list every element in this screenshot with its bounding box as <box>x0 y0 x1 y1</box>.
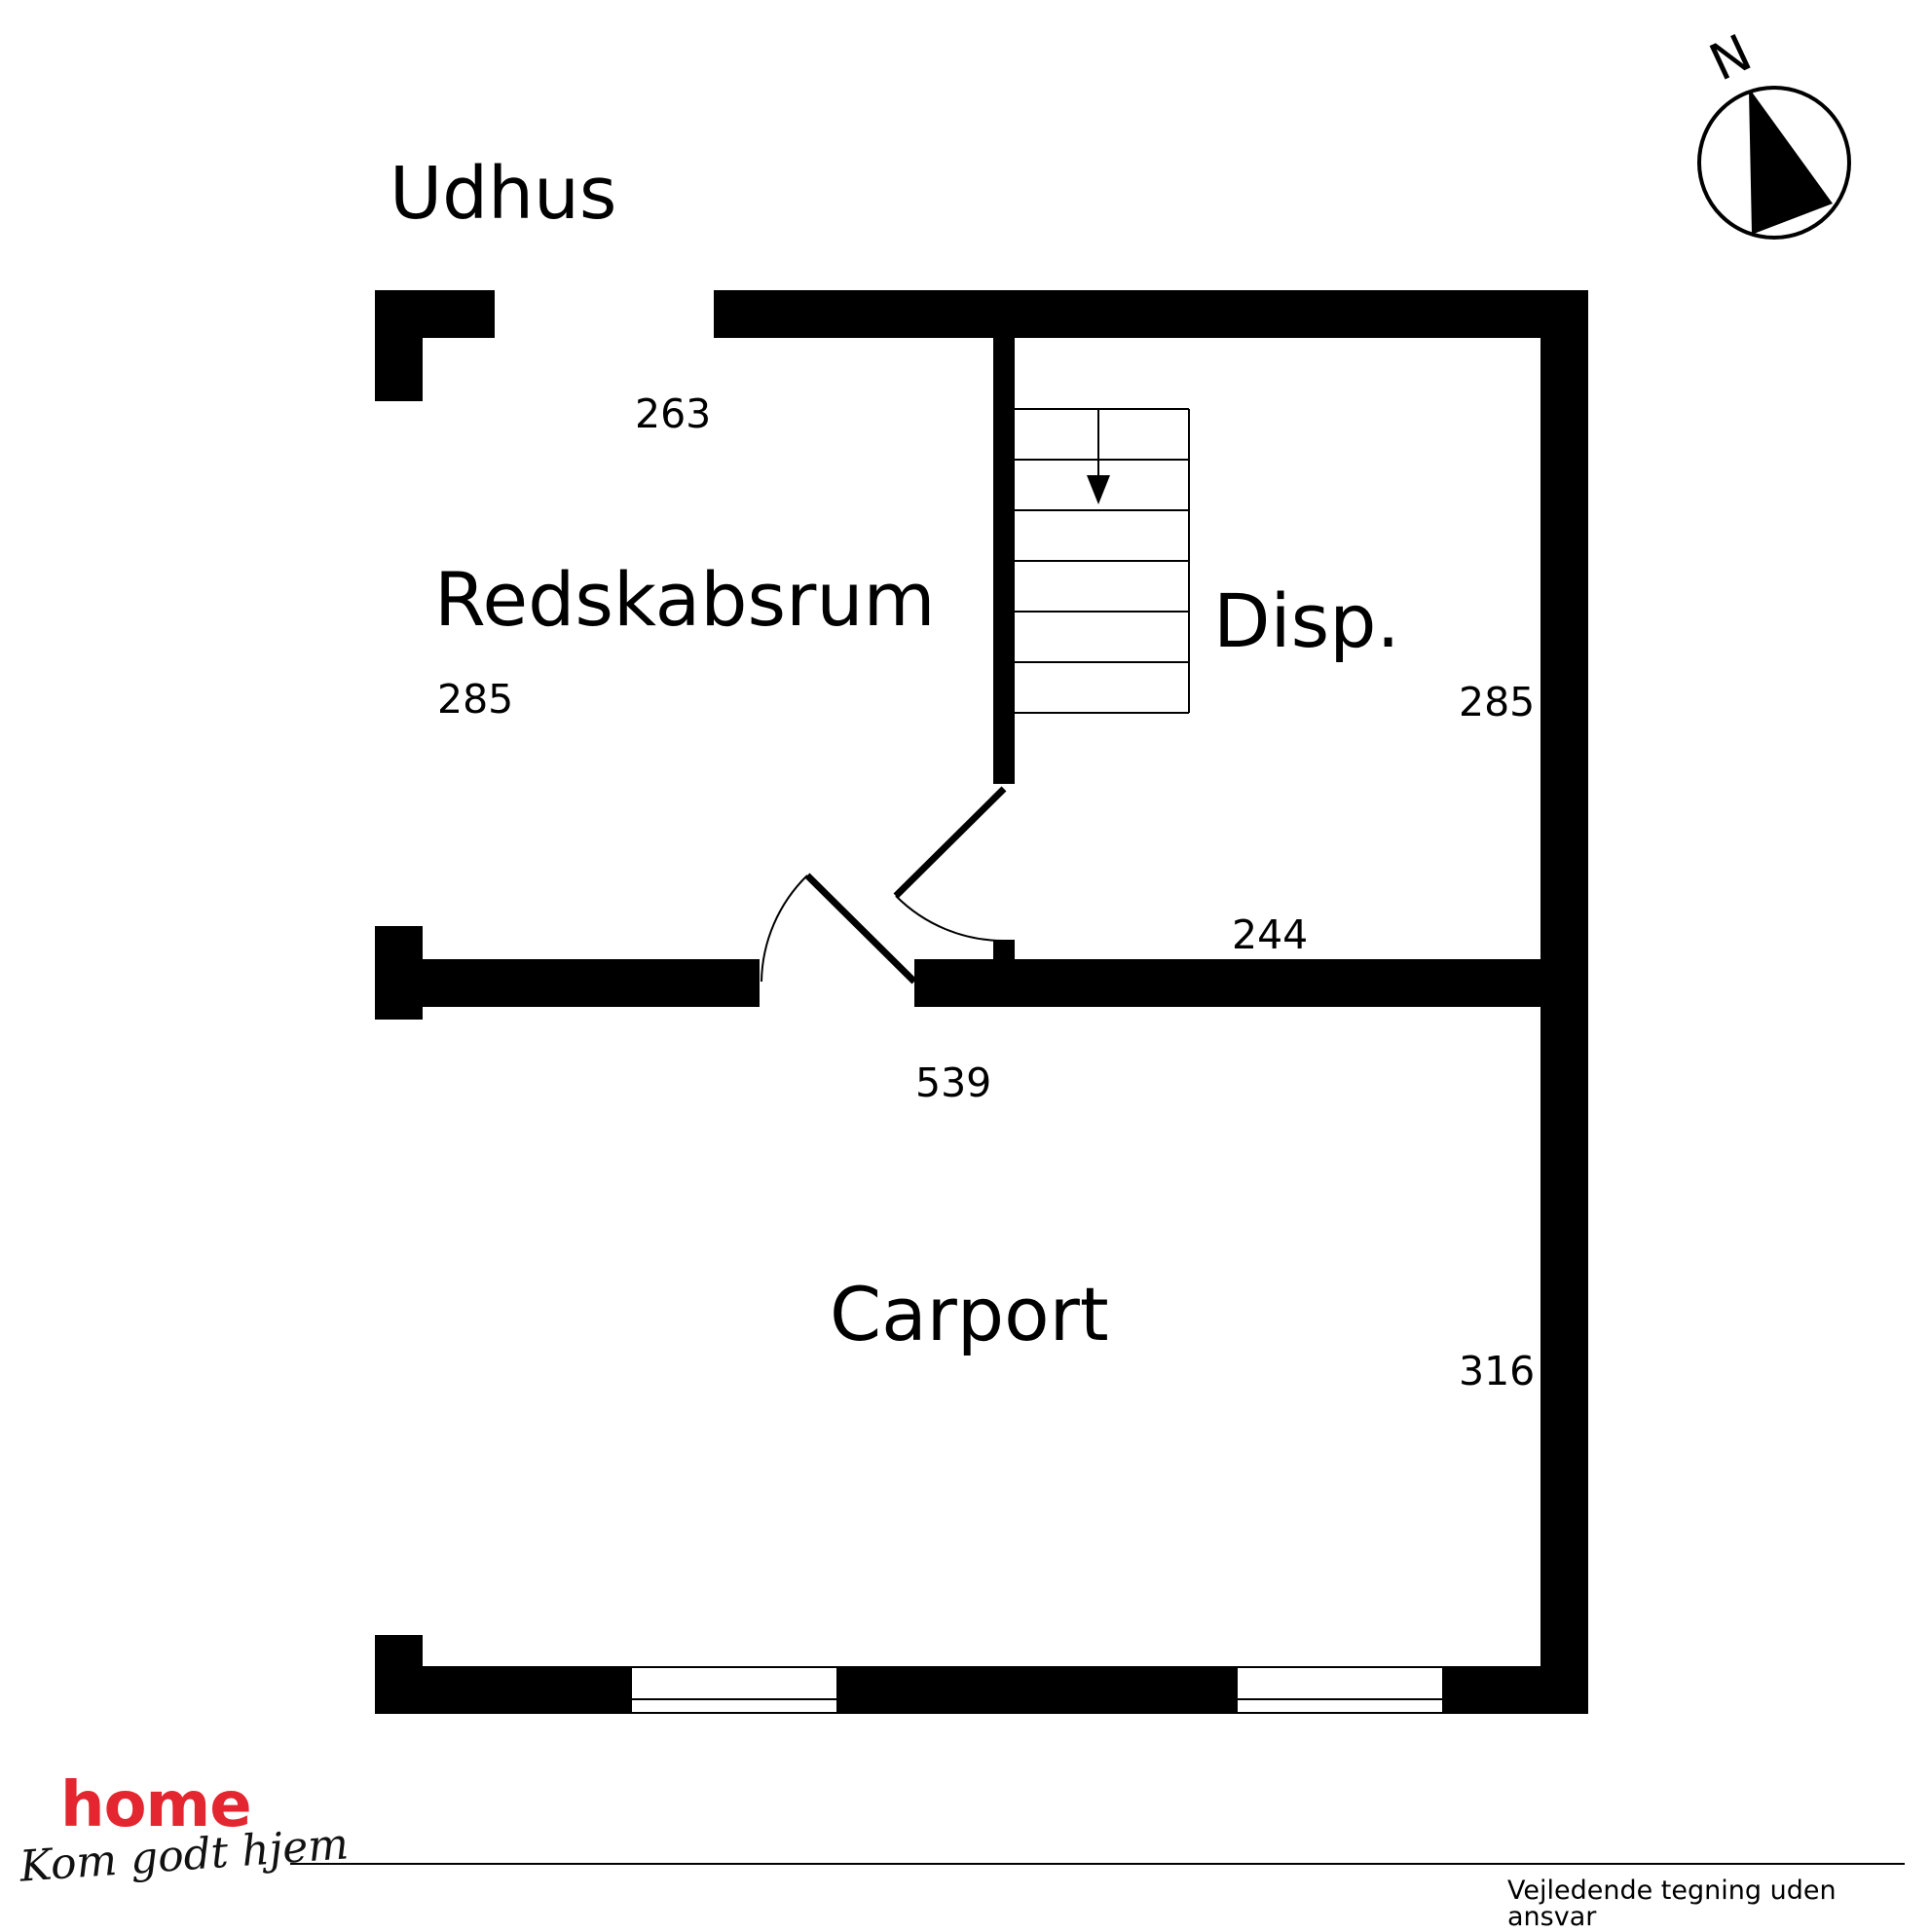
wall-bottom-middle <box>837 1666 1237 1714</box>
wall-bottom-left <box>375 1666 631 1714</box>
wall-interior-vertical <box>993 336 1015 784</box>
stair-direction-arrow-icon <box>1087 475 1110 504</box>
compass-icon <box>1697 86 1851 240</box>
dimension-redskabsrum-depth: 285 <box>437 676 514 723</box>
wall-interior-stub <box>993 940 1015 961</box>
brand-logo: home <box>60 1769 252 1841</box>
staircase <box>1015 408 1190 714</box>
room-label-carport: Carport <box>830 1271 1109 1357</box>
wall-top <box>714 290 1588 338</box>
dimension-total-width: 539 <box>915 1059 992 1106</box>
door-disp <box>893 786 1007 943</box>
building-title: Udhus <box>390 152 617 236</box>
disclaimer-text: Vejledende tegning uden ansvar <box>1507 1876 1837 1932</box>
wall-left-top-stub <box>375 290 423 401</box>
window-right <box>1236 1666 1444 1714</box>
dimension-disp-width: 244 <box>1232 911 1309 958</box>
room-label-redskabsrum: Redskabsrum <box>434 556 936 643</box>
wall-middle-left <box>375 959 760 1007</box>
door-carport-redskabsrum <box>761 873 917 985</box>
walls <box>375 290 1588 1714</box>
dimension-carport-depth: 316 <box>1459 1348 1536 1394</box>
dimension-redskabsrum-width: 263 <box>635 390 712 437</box>
window-left <box>630 1666 838 1714</box>
room-label-disp: Disp. <box>1213 577 1400 664</box>
wall-middle-right <box>914 959 1588 1007</box>
wall-bottom-right <box>1443 1666 1588 1714</box>
dimension-disp-depth: 285 <box>1459 679 1536 725</box>
